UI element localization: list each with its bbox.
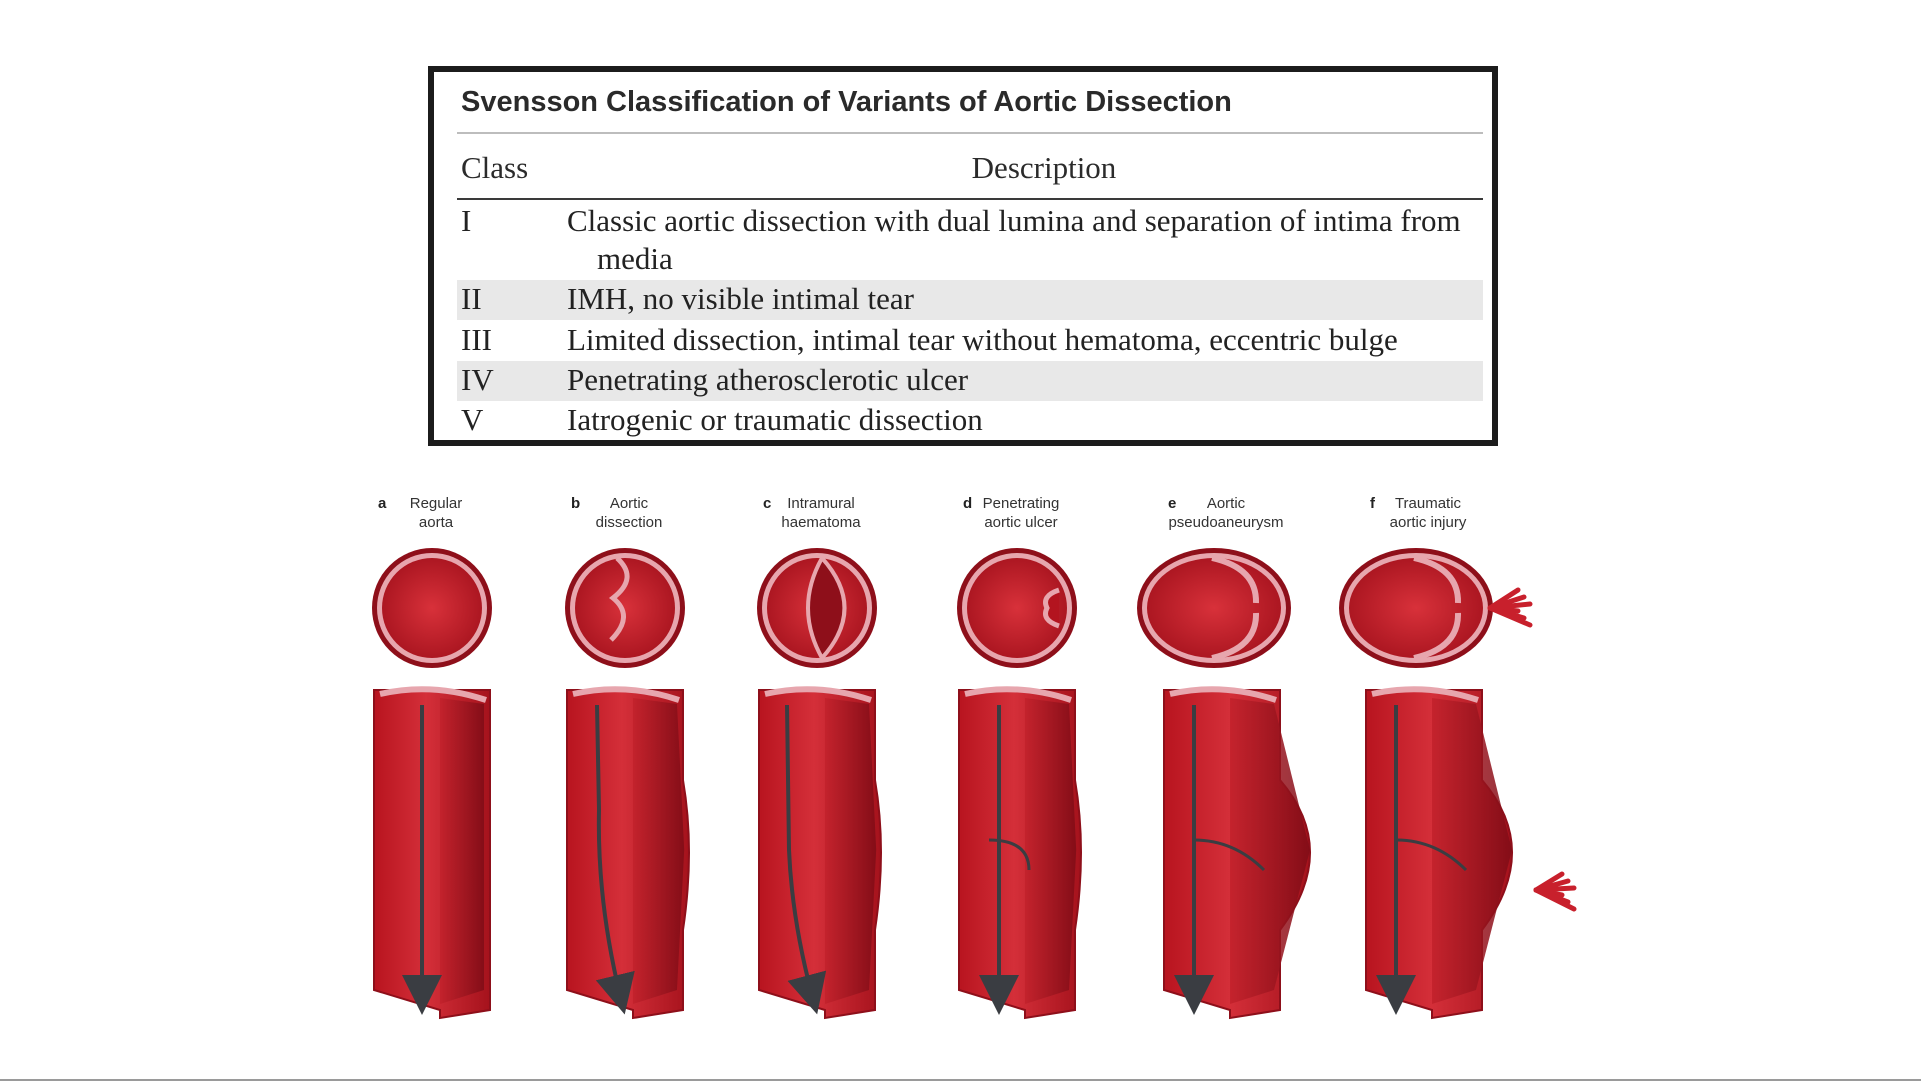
row-description: Limited dissection, intimal tear without… bbox=[567, 322, 1398, 357]
cross-section-lumen bbox=[1349, 558, 1483, 658]
flow-branch bbox=[1395, 838, 1468, 872]
column-header-description: Description bbox=[971, 150, 1117, 185]
blood-spray bbox=[1533, 887, 1577, 912]
row-class: III bbox=[461, 322, 492, 357]
panel-letter: f bbox=[1370, 495, 1376, 512]
ulcer-crater bbox=[1043, 587, 1060, 629]
panel-e: e Aortic pseudoaneurysm bbox=[1137, 495, 1311, 1020]
panel-label-line2: aorta bbox=[419, 514, 454, 531]
haematoma bbox=[806, 554, 847, 662]
row-description-line2: media bbox=[597, 241, 673, 276]
row-description: Classic aortic dissection with dual lumi… bbox=[567, 202, 1479, 278]
panel-label-line1: Traumatic bbox=[1395, 495, 1462, 512]
panel-label-line1: Regular bbox=[410, 495, 463, 512]
panel-letter: e bbox=[1168, 495, 1176, 512]
table-row: IV Penetrating atherosclerotic ulcer bbox=[457, 361, 1483, 401]
panel-label-line1: Aortic bbox=[610, 495, 649, 512]
flow-branch bbox=[1193, 838, 1266, 872]
panel-label-line2: aortic injury bbox=[1390, 514, 1467, 531]
row-description-line1: Classic aortic dissection with dual lumi… bbox=[567, 203, 1461, 238]
panel-label-line2: haematoma bbox=[781, 514, 861, 531]
panel-letter: b bbox=[571, 495, 580, 512]
classification-table: Svensson Classification of Variants of A… bbox=[428, 66, 1498, 446]
row-class: V bbox=[461, 402, 484, 437]
vessel-wall-rim bbox=[379, 686, 487, 703]
blood-flow-arrow bbox=[595, 704, 635, 1015]
cross-section-lumen bbox=[575, 558, 675, 658]
vessel-interior bbox=[633, 698, 685, 1004]
row-class: I bbox=[461, 203, 472, 238]
wall-segment bbox=[1413, 612, 1462, 661]
wall-segment bbox=[1413, 555, 1462, 604]
panel-d: d Penetrating aortic ulcer bbox=[957, 495, 1082, 1020]
table-row: V Iatrogenic or traumatic dissection bbox=[457, 401, 1483, 441]
panel-letter: d bbox=[963, 495, 972, 512]
cross-section-lumen bbox=[382, 558, 482, 658]
vessel-interior bbox=[1432, 698, 1512, 1004]
vessel-wall-rim bbox=[764, 686, 872, 703]
vessel-interior bbox=[440, 698, 484, 1004]
title-rule bbox=[457, 132, 1483, 134]
row-class: IV bbox=[461, 362, 494, 397]
blood-flow-arrow bbox=[785, 704, 827, 1015]
blood-spray bbox=[1487, 605, 1533, 628]
panel-label-line1: Intramural bbox=[787, 495, 855, 512]
panel-label-line2: dissection bbox=[596, 514, 663, 531]
panel-letter: c bbox=[763, 495, 771, 512]
panel-a: a Regular aorta bbox=[372, 495, 492, 1020]
panel-label-line2: aortic ulcer bbox=[984, 514, 1057, 531]
row-description: Penetrating atherosclerotic ulcer bbox=[567, 362, 969, 397]
vessel-interior bbox=[1025, 698, 1077, 1004]
panel-label-line2: pseudoaneurysm bbox=[1168, 514, 1283, 531]
table-title: Svensson Classification of Variants of A… bbox=[461, 86, 1232, 118]
panel-label-line1: Penetrating bbox=[983, 495, 1060, 512]
row-class: II bbox=[461, 281, 482, 316]
vessel-interior bbox=[825, 698, 877, 1004]
table-row: II IMH, no visible intimal tear bbox=[457, 280, 1483, 320]
cross-section-lumen bbox=[1147, 558, 1281, 658]
vessel-wall-rim bbox=[572, 686, 680, 703]
panel-label-line1: Aortic bbox=[1207, 495, 1246, 512]
vessel-wall-rim bbox=[1169, 686, 1277, 703]
wall-segment bbox=[1211, 555, 1260, 604]
vessel-wall-rim bbox=[1371, 686, 1479, 703]
row-description: IMH, no visible intimal tear bbox=[567, 281, 914, 316]
page-bottom-border bbox=[0, 1079, 1921, 1081]
cross-section-lumen bbox=[967, 558, 1067, 658]
table-row: III Limited dissection, intimal tear wit… bbox=[457, 321, 1483, 361]
vessel-interior bbox=[1230, 698, 1310, 1004]
wall-segment bbox=[1211, 612, 1260, 661]
column-header-class: Class bbox=[461, 150, 529, 185]
flow-branch bbox=[988, 838, 1031, 871]
panel-letter: a bbox=[378, 495, 387, 512]
row-description: Iatrogenic or traumatic dissection bbox=[567, 402, 983, 437]
panel-c: c Intramural haematoma bbox=[757, 495, 882, 1020]
header-rule bbox=[457, 198, 1483, 200]
panel-b: b Aortic dissection bbox=[565, 495, 690, 1020]
intimal-flap bbox=[608, 556, 630, 642]
vessel-wall-rim bbox=[964, 686, 1072, 703]
table-row: I Classic aortic dissection with dual lu… bbox=[457, 202, 1483, 280]
panel-f: f Traumatic aortic injury bbox=[1339, 495, 1577, 1020]
